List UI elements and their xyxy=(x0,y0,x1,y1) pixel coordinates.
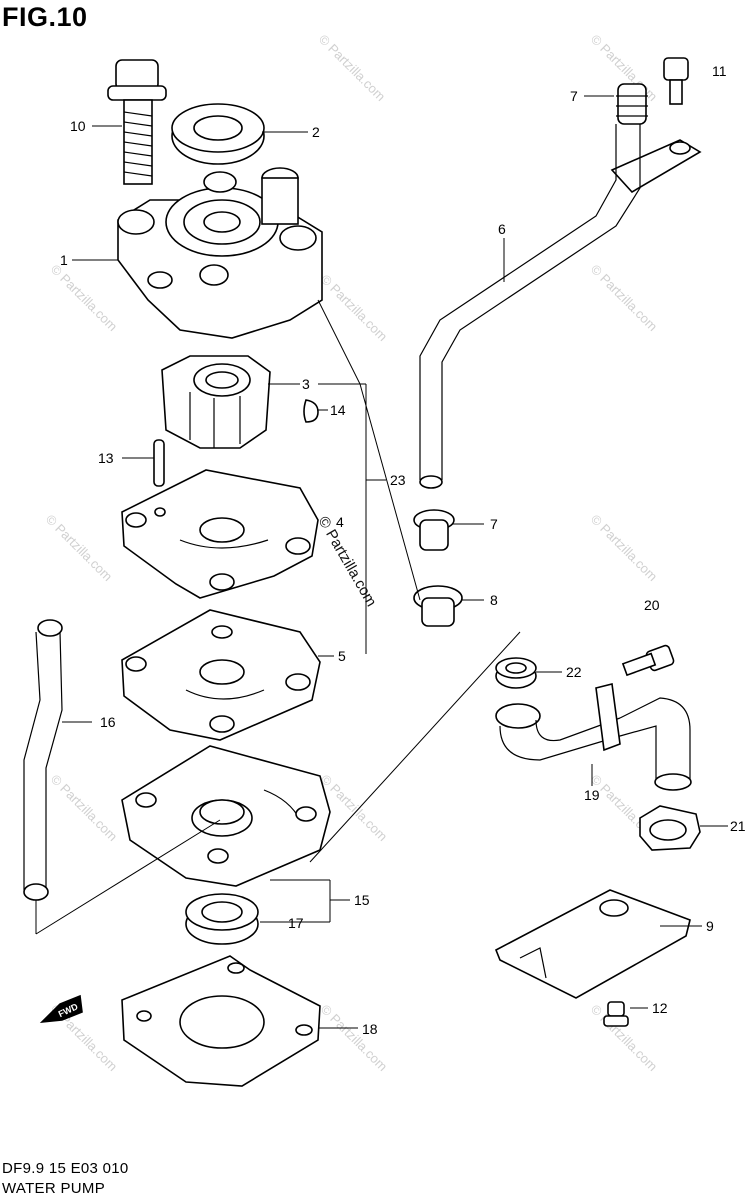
part-13-pin xyxy=(153,439,165,487)
callout-19: 19 xyxy=(584,787,600,803)
callout-5: 5 xyxy=(338,648,346,664)
part-21-grommet xyxy=(639,805,701,851)
part-19-elbow-pipe xyxy=(495,683,692,791)
part-3-impeller xyxy=(161,355,271,449)
watermark: © Partzilla.com xyxy=(43,512,116,585)
callout-21: 21 xyxy=(730,818,746,834)
part-12-screw xyxy=(603,1001,629,1027)
part-18-gasket xyxy=(121,955,321,1087)
figure-title: FIG.10 xyxy=(2,2,88,32)
watermark-center: © Partzilla.com xyxy=(315,514,380,610)
callout-11: 11 xyxy=(712,63,727,79)
callout-10: 10 xyxy=(70,118,86,134)
fwd-arrow-icon: FWD xyxy=(39,994,83,1024)
callout-12: 12 xyxy=(652,1000,668,1016)
callout-17: 17 xyxy=(288,915,304,931)
watermark: © Partzilla.com xyxy=(318,1002,391,1075)
part-8-grommet xyxy=(413,585,463,627)
part-11-screw xyxy=(663,57,689,105)
callout-6: 6 xyxy=(498,221,506,237)
callout-labels: 10 2 1 3 14 13 23 4 5 16 15 17 18 7 11 6… xyxy=(60,63,746,1037)
callout-8: 8 xyxy=(490,592,498,608)
callout-2: 2 xyxy=(312,124,320,140)
watermark: © Partzilla.com xyxy=(318,272,391,345)
part-17-seal xyxy=(185,893,259,945)
part-15-lower-housing xyxy=(121,745,331,887)
callout-18: 18 xyxy=(362,1021,378,1037)
part-6-water-pipe xyxy=(419,124,702,489)
leader-lines xyxy=(35,95,728,1029)
callout-16: 16 xyxy=(100,714,116,730)
callout-13: 13 xyxy=(98,450,114,466)
part-5-gasket xyxy=(121,609,321,741)
part-10-bolt xyxy=(107,59,167,185)
watermark: © Partzilla.com xyxy=(316,32,389,105)
callout-23: 23 xyxy=(390,472,406,488)
callout-9: 9 xyxy=(706,918,714,934)
part-20-bolt xyxy=(621,644,675,677)
callout-7-bottom: 7 xyxy=(490,516,498,532)
watermark: © Partzilla.com xyxy=(48,772,121,845)
watermark: © Partzilla.com xyxy=(588,262,661,335)
watermark: © Partzilla.com xyxy=(588,512,661,585)
part-2-seal xyxy=(171,103,265,165)
part-9-plate xyxy=(494,889,691,999)
callout-7-top: 7 xyxy=(570,88,578,104)
callout-20: 20 xyxy=(644,597,660,613)
part-14-key xyxy=(303,399,319,423)
watermark: © Partzilla.com xyxy=(48,262,121,335)
part-22-collar xyxy=(495,657,537,689)
part-7-grommet-bottom xyxy=(413,509,455,551)
part-4-plate xyxy=(121,469,319,599)
figure-name: WATER PUMP xyxy=(2,1180,105,1197)
callout-4: 4 xyxy=(336,514,344,530)
callout-14: 14 xyxy=(330,402,346,418)
callout-22: 22 xyxy=(566,664,582,680)
callout-1: 1 xyxy=(60,252,68,268)
part-16-hose xyxy=(23,619,63,901)
callout-3: 3 xyxy=(302,376,310,392)
part-1-pump-case xyxy=(117,167,323,339)
callout-15: 15 xyxy=(354,892,370,908)
part-7-grommet-top xyxy=(616,83,648,125)
figure-code: DF9.9 15 E03 010 xyxy=(2,1160,129,1177)
